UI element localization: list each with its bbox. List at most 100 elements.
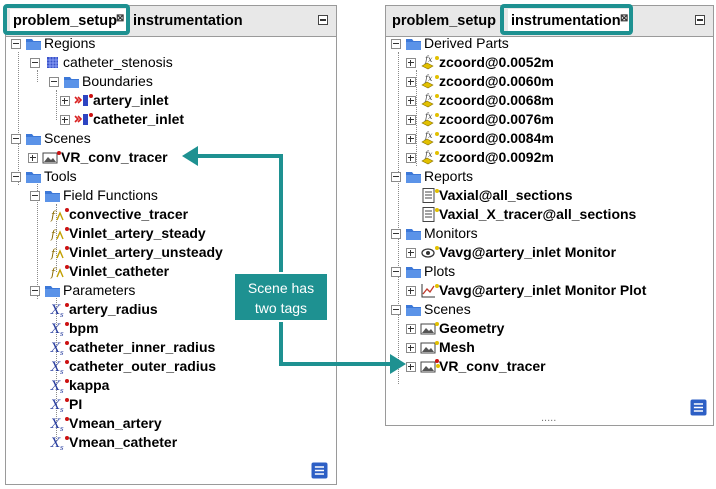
tree-item-label: artery_inlet xyxy=(93,92,169,108)
tree-view-options-icon[interactable] xyxy=(690,399,707,416)
svg-text:f: f xyxy=(50,247,57,260)
svg-text:X: X xyxy=(50,417,61,432)
svg-text:X: X xyxy=(50,341,61,356)
expand-toggle[interactable] xyxy=(406,286,416,296)
tree-item-label: Vmean_catheter xyxy=(69,434,178,450)
tab-instrumentation[interactable]: instrumentation xyxy=(130,9,250,33)
tree-item-label: Parameters xyxy=(63,282,136,298)
plot-icon xyxy=(421,284,435,298)
folder-icon xyxy=(406,172,421,183)
tree-item-label: VR_conv_tracer xyxy=(439,358,546,374)
svg-text:fx: fx xyxy=(424,131,433,140)
expand-toggle[interactable] xyxy=(406,324,416,334)
primary-tag-dot xyxy=(89,94,93,98)
tree-item-label: Scenes xyxy=(44,130,91,146)
minimize-icon[interactable] xyxy=(695,15,705,25)
svg-text:fx: fx xyxy=(424,112,433,121)
svg-text:s: s xyxy=(60,330,64,337)
secondary-tag-dot xyxy=(435,246,439,250)
tree-item-label: Vinlet_catheter xyxy=(69,263,170,279)
secondary-tag-dot xyxy=(435,94,439,98)
expand-toggle[interactable] xyxy=(406,134,416,144)
primary-tag-dot xyxy=(65,227,69,231)
tab-problem-setup[interactable]: problem_setup xyxy=(389,9,504,33)
svg-text:s: s xyxy=(60,425,64,432)
close-tab-icon[interactable]: ⊠ xyxy=(620,13,629,24)
region-icon xyxy=(47,57,58,68)
svg-text:X: X xyxy=(50,322,61,337)
folder-icon xyxy=(406,39,421,50)
collapse-toggle[interactable] xyxy=(391,267,401,277)
collapse-toggle[interactable] xyxy=(391,39,401,49)
folder-icon xyxy=(26,39,41,50)
collapse-toggle[interactable] xyxy=(30,286,40,296)
highlight-instrumentation-tab xyxy=(500,4,633,35)
tree-connector xyxy=(37,70,38,82)
expand-toggle[interactable] xyxy=(406,153,416,163)
tree-connector xyxy=(398,52,399,384)
svg-text:s: s xyxy=(60,311,64,318)
primary-tag-dot xyxy=(65,246,69,250)
collapse-toggle[interactable] xyxy=(30,58,40,68)
collapse-toggle[interactable] xyxy=(49,77,59,87)
svg-text:f: f xyxy=(50,228,57,241)
tree-connector xyxy=(37,184,38,299)
tree-item-label: zcoord@0.0060m xyxy=(439,73,554,89)
tab-instrumentation[interactable]: instrumentation xyxy=(508,9,633,33)
tree-item-label: bpm xyxy=(69,320,99,336)
svg-text:X: X xyxy=(50,360,61,375)
expand-toggle[interactable] xyxy=(406,115,416,125)
derived-part-icon: fx xyxy=(421,112,434,127)
derived-part-icon: fx xyxy=(421,131,434,146)
expand-toggle[interactable] xyxy=(60,115,70,125)
minimize-icon[interactable] xyxy=(318,15,328,25)
tree-item-label: zcoord@0.0092m xyxy=(439,149,554,165)
collapse-toggle[interactable] xyxy=(11,134,21,144)
folder-icon xyxy=(64,77,79,88)
expand-toggle[interactable] xyxy=(60,96,70,106)
tree-item-label: artery_radius xyxy=(69,301,158,317)
highlight-problem-setup-tab xyxy=(3,4,130,35)
tree-view-options-icon[interactable] xyxy=(311,462,328,479)
svg-text:X: X xyxy=(50,379,61,394)
tree-item-label: Reports xyxy=(424,168,474,184)
collapse-toggle[interactable] xyxy=(11,172,21,182)
primary-tag-dot xyxy=(65,208,69,212)
expand-toggle[interactable] xyxy=(406,343,416,353)
instrumentation-panel: problem_setup instrumentation ⊠ Derived … xyxy=(385,5,714,426)
folder-icon xyxy=(45,286,60,297)
tree-item-label: zcoord@0.0076m xyxy=(439,111,554,127)
tree-connector xyxy=(56,298,57,441)
collapse-toggle[interactable] xyxy=(391,172,401,182)
close-tab-icon[interactable]: ⊠ xyxy=(116,13,125,24)
svg-text:s: s xyxy=(60,406,64,413)
primary-tag-dot xyxy=(65,360,69,364)
collapse-toggle[interactable] xyxy=(11,39,21,49)
tree-item-label: Vavg@artery_inlet Monitor xyxy=(439,244,617,260)
resize-grip[interactable]: ..... xyxy=(541,412,557,424)
field-function-icon: f xyxy=(50,266,64,279)
expand-toggle[interactable] xyxy=(406,96,416,106)
collapse-toggle[interactable] xyxy=(391,305,401,315)
expand-toggle[interactable] xyxy=(28,153,38,163)
expand-toggle[interactable] xyxy=(406,58,416,68)
expand-toggle[interactable] xyxy=(406,77,416,87)
primary-tag-dot xyxy=(65,436,69,440)
svg-text:s: s xyxy=(60,349,64,356)
collapse-toggle[interactable] xyxy=(391,229,401,239)
secondary-tag-dot xyxy=(435,56,439,60)
collapse-toggle[interactable] xyxy=(30,191,40,201)
tab-problem-setup[interactable]: problem_setup xyxy=(10,9,128,33)
primary-tag-dot xyxy=(65,417,69,421)
tree-item-label: Regions xyxy=(44,35,96,51)
report-icon xyxy=(422,207,435,222)
tree-item-label: zcoord@0.0068m xyxy=(439,92,554,108)
boundary-icon xyxy=(74,114,88,125)
expand-toggle[interactable] xyxy=(406,362,416,372)
callout-line: two tags xyxy=(254,300,308,316)
expand-toggle[interactable] xyxy=(406,248,416,258)
tab-label: problem_setup xyxy=(13,13,117,29)
